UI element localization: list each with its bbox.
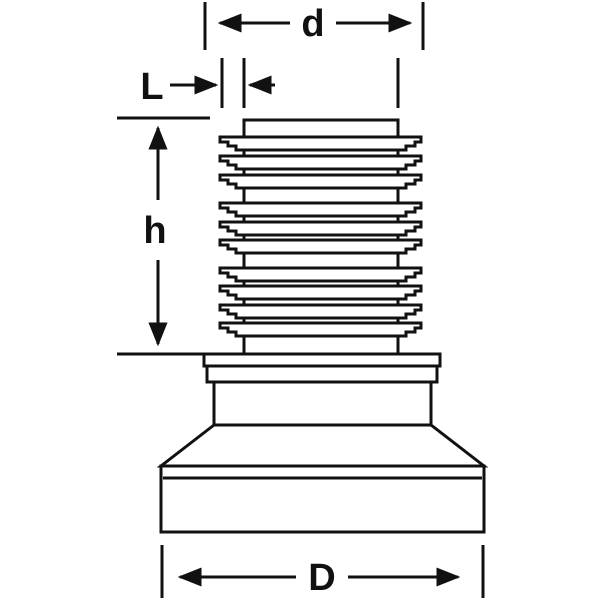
fin <box>218 266 423 283</box>
label-h: h <box>143 210 166 252</box>
fin <box>218 303 423 320</box>
dimension-L <box>170 58 275 108</box>
label-d: d <box>301 3 324 45</box>
fins <box>218 135 423 338</box>
dimension-d <box>203 2 425 108</box>
base <box>156 352 489 534</box>
fin <box>218 173 423 190</box>
fin <box>218 135 423 152</box>
label-L: L <box>140 66 163 108</box>
fin <box>218 238 423 255</box>
fin <box>218 201 423 218</box>
dimension-h <box>117 116 210 356</box>
fin <box>218 284 423 301</box>
label-D: D <box>308 557 335 599</box>
fin <box>218 321 423 338</box>
fin <box>218 154 423 171</box>
dimension-D <box>160 545 485 598</box>
fin <box>218 220 423 237</box>
